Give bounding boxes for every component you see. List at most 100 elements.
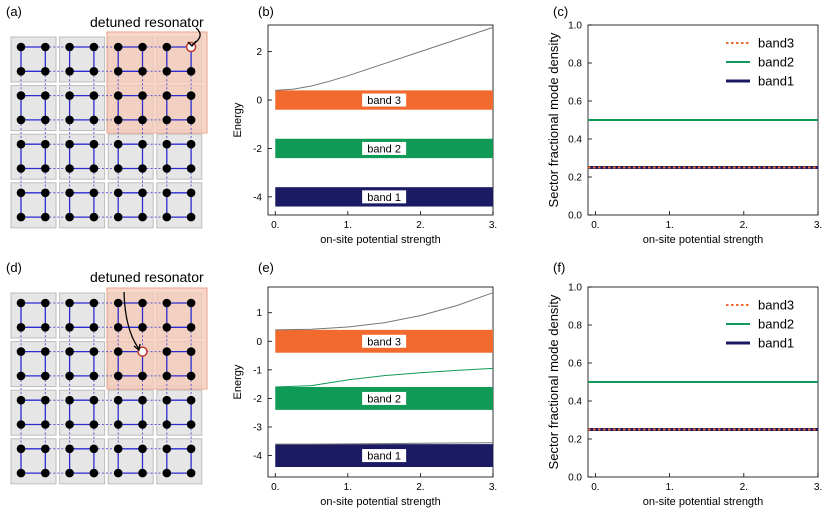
resonator-node xyxy=(65,212,74,222)
unit-cell xyxy=(156,182,203,229)
resonator-node xyxy=(113,371,123,381)
resonator-node xyxy=(16,188,26,198)
resonator-node xyxy=(65,164,74,173)
axes-frame xyxy=(267,24,494,216)
resonator-node xyxy=(186,444,196,454)
x-tick-label: 2. xyxy=(416,220,424,231)
resonator-node xyxy=(41,420,50,429)
resonator-node xyxy=(89,395,99,405)
resonator-node xyxy=(41,347,50,356)
resonator-node xyxy=(16,212,26,222)
panel-label-e: (e) xyxy=(258,260,274,275)
unit-cell xyxy=(59,389,106,436)
unit-cell xyxy=(59,36,106,83)
x-tick-label: 1. xyxy=(665,482,673,493)
y-tick-label: 0 xyxy=(256,96,262,107)
legend-label-band3: band3 xyxy=(758,36,794,51)
resonator-node xyxy=(162,371,172,381)
panel-label-d: (d) xyxy=(6,260,22,275)
resonator-node xyxy=(186,91,196,100)
y-tick-label: -4 xyxy=(253,451,262,462)
y-tick-label: 0.0 xyxy=(568,473,582,484)
legend-label-band3: band3 xyxy=(758,298,794,313)
y-tick-label: 1.0 xyxy=(568,21,582,32)
y-axis-label: Sector fractional mode density xyxy=(546,32,561,207)
resonator-node xyxy=(89,67,99,76)
resonator-node xyxy=(138,212,147,222)
resonator-node xyxy=(16,371,26,381)
unit-cell xyxy=(107,133,154,180)
resonator-node xyxy=(16,139,26,149)
resonator-node xyxy=(89,420,99,429)
resonator-node xyxy=(41,444,50,454)
resonator-node xyxy=(65,91,74,100)
unit-cell xyxy=(59,292,106,339)
resonator-node xyxy=(89,188,99,198)
resonator-node xyxy=(65,67,74,76)
resonator-node xyxy=(89,444,99,454)
detuned-resonator-node xyxy=(137,346,148,357)
panel-label-f: (f) xyxy=(553,260,565,275)
resonator-node xyxy=(65,323,74,332)
resonator-node xyxy=(186,212,196,222)
resonator-node xyxy=(16,347,26,356)
resonator-node xyxy=(16,323,26,332)
y-tick-label: 0.0 xyxy=(568,211,582,222)
resonator-node xyxy=(162,420,172,429)
x-axis-label: on-site potential strength xyxy=(643,496,763,508)
resonator-node xyxy=(186,164,196,173)
resonator-node xyxy=(41,115,50,125)
x-tick-label: 1. xyxy=(665,220,673,231)
resonator-node xyxy=(16,91,26,100)
unit-cell xyxy=(59,85,106,132)
resonator-node xyxy=(65,468,74,478)
unit-cell xyxy=(107,182,154,229)
x-axis-label: on-site potential strength xyxy=(320,234,440,246)
resonator-node xyxy=(65,298,74,308)
resonator-node xyxy=(65,42,74,52)
band-label-box xyxy=(362,449,407,463)
resonator-node xyxy=(186,323,196,332)
defect-mode-line xyxy=(275,292,494,331)
y-tick-label: 1 xyxy=(256,308,262,319)
resonator-node xyxy=(89,468,99,478)
resonator-node xyxy=(41,42,50,52)
detuned-arrowhead-d xyxy=(133,343,141,352)
y-tick-label: 1.0 xyxy=(568,283,582,294)
resonator-node xyxy=(113,188,123,198)
resonator-node xyxy=(162,347,172,356)
y-tick-label: -1 xyxy=(253,365,262,376)
resonator-node xyxy=(138,91,147,100)
resonator-node xyxy=(89,164,99,173)
band-label: band 2 xyxy=(367,143,401,155)
resonator-node xyxy=(65,420,74,429)
lattice-diagram-d xyxy=(10,287,208,485)
y-tick-label: -3 xyxy=(253,423,262,434)
resonator-node xyxy=(186,67,196,76)
resonator-node xyxy=(113,164,123,173)
resonator-node xyxy=(186,347,196,356)
chart-density-f: 0.1.2.3.0.00.20.40.60.81.0on-site potent… xyxy=(546,283,822,509)
band-label: band 3 xyxy=(367,336,401,348)
resonator-node xyxy=(162,139,172,149)
x-tick-label: 1. xyxy=(344,482,352,493)
resonator-node xyxy=(16,444,26,454)
y-tick-label: -2 xyxy=(253,144,262,155)
unit-cell xyxy=(156,438,203,485)
y-tick-label: 0.4 xyxy=(568,397,582,408)
detuned-label-a: detuned resonator xyxy=(90,14,204,30)
unit-cell xyxy=(10,85,57,132)
y-tick-label: 0.8 xyxy=(568,59,582,70)
resonator-node xyxy=(16,115,26,125)
unit-cell xyxy=(156,389,203,436)
y-tick-label: 0.8 xyxy=(568,321,582,332)
resonator-node xyxy=(186,468,196,478)
x-tick-label: 2. xyxy=(740,482,748,493)
resonator-node xyxy=(162,164,172,173)
resonator-node xyxy=(65,347,74,356)
y-tick-label: 0 xyxy=(256,337,262,348)
resonator-node xyxy=(162,444,172,454)
resonator-node xyxy=(41,164,50,173)
unit-cell xyxy=(59,133,106,180)
resonator-node xyxy=(16,164,26,173)
